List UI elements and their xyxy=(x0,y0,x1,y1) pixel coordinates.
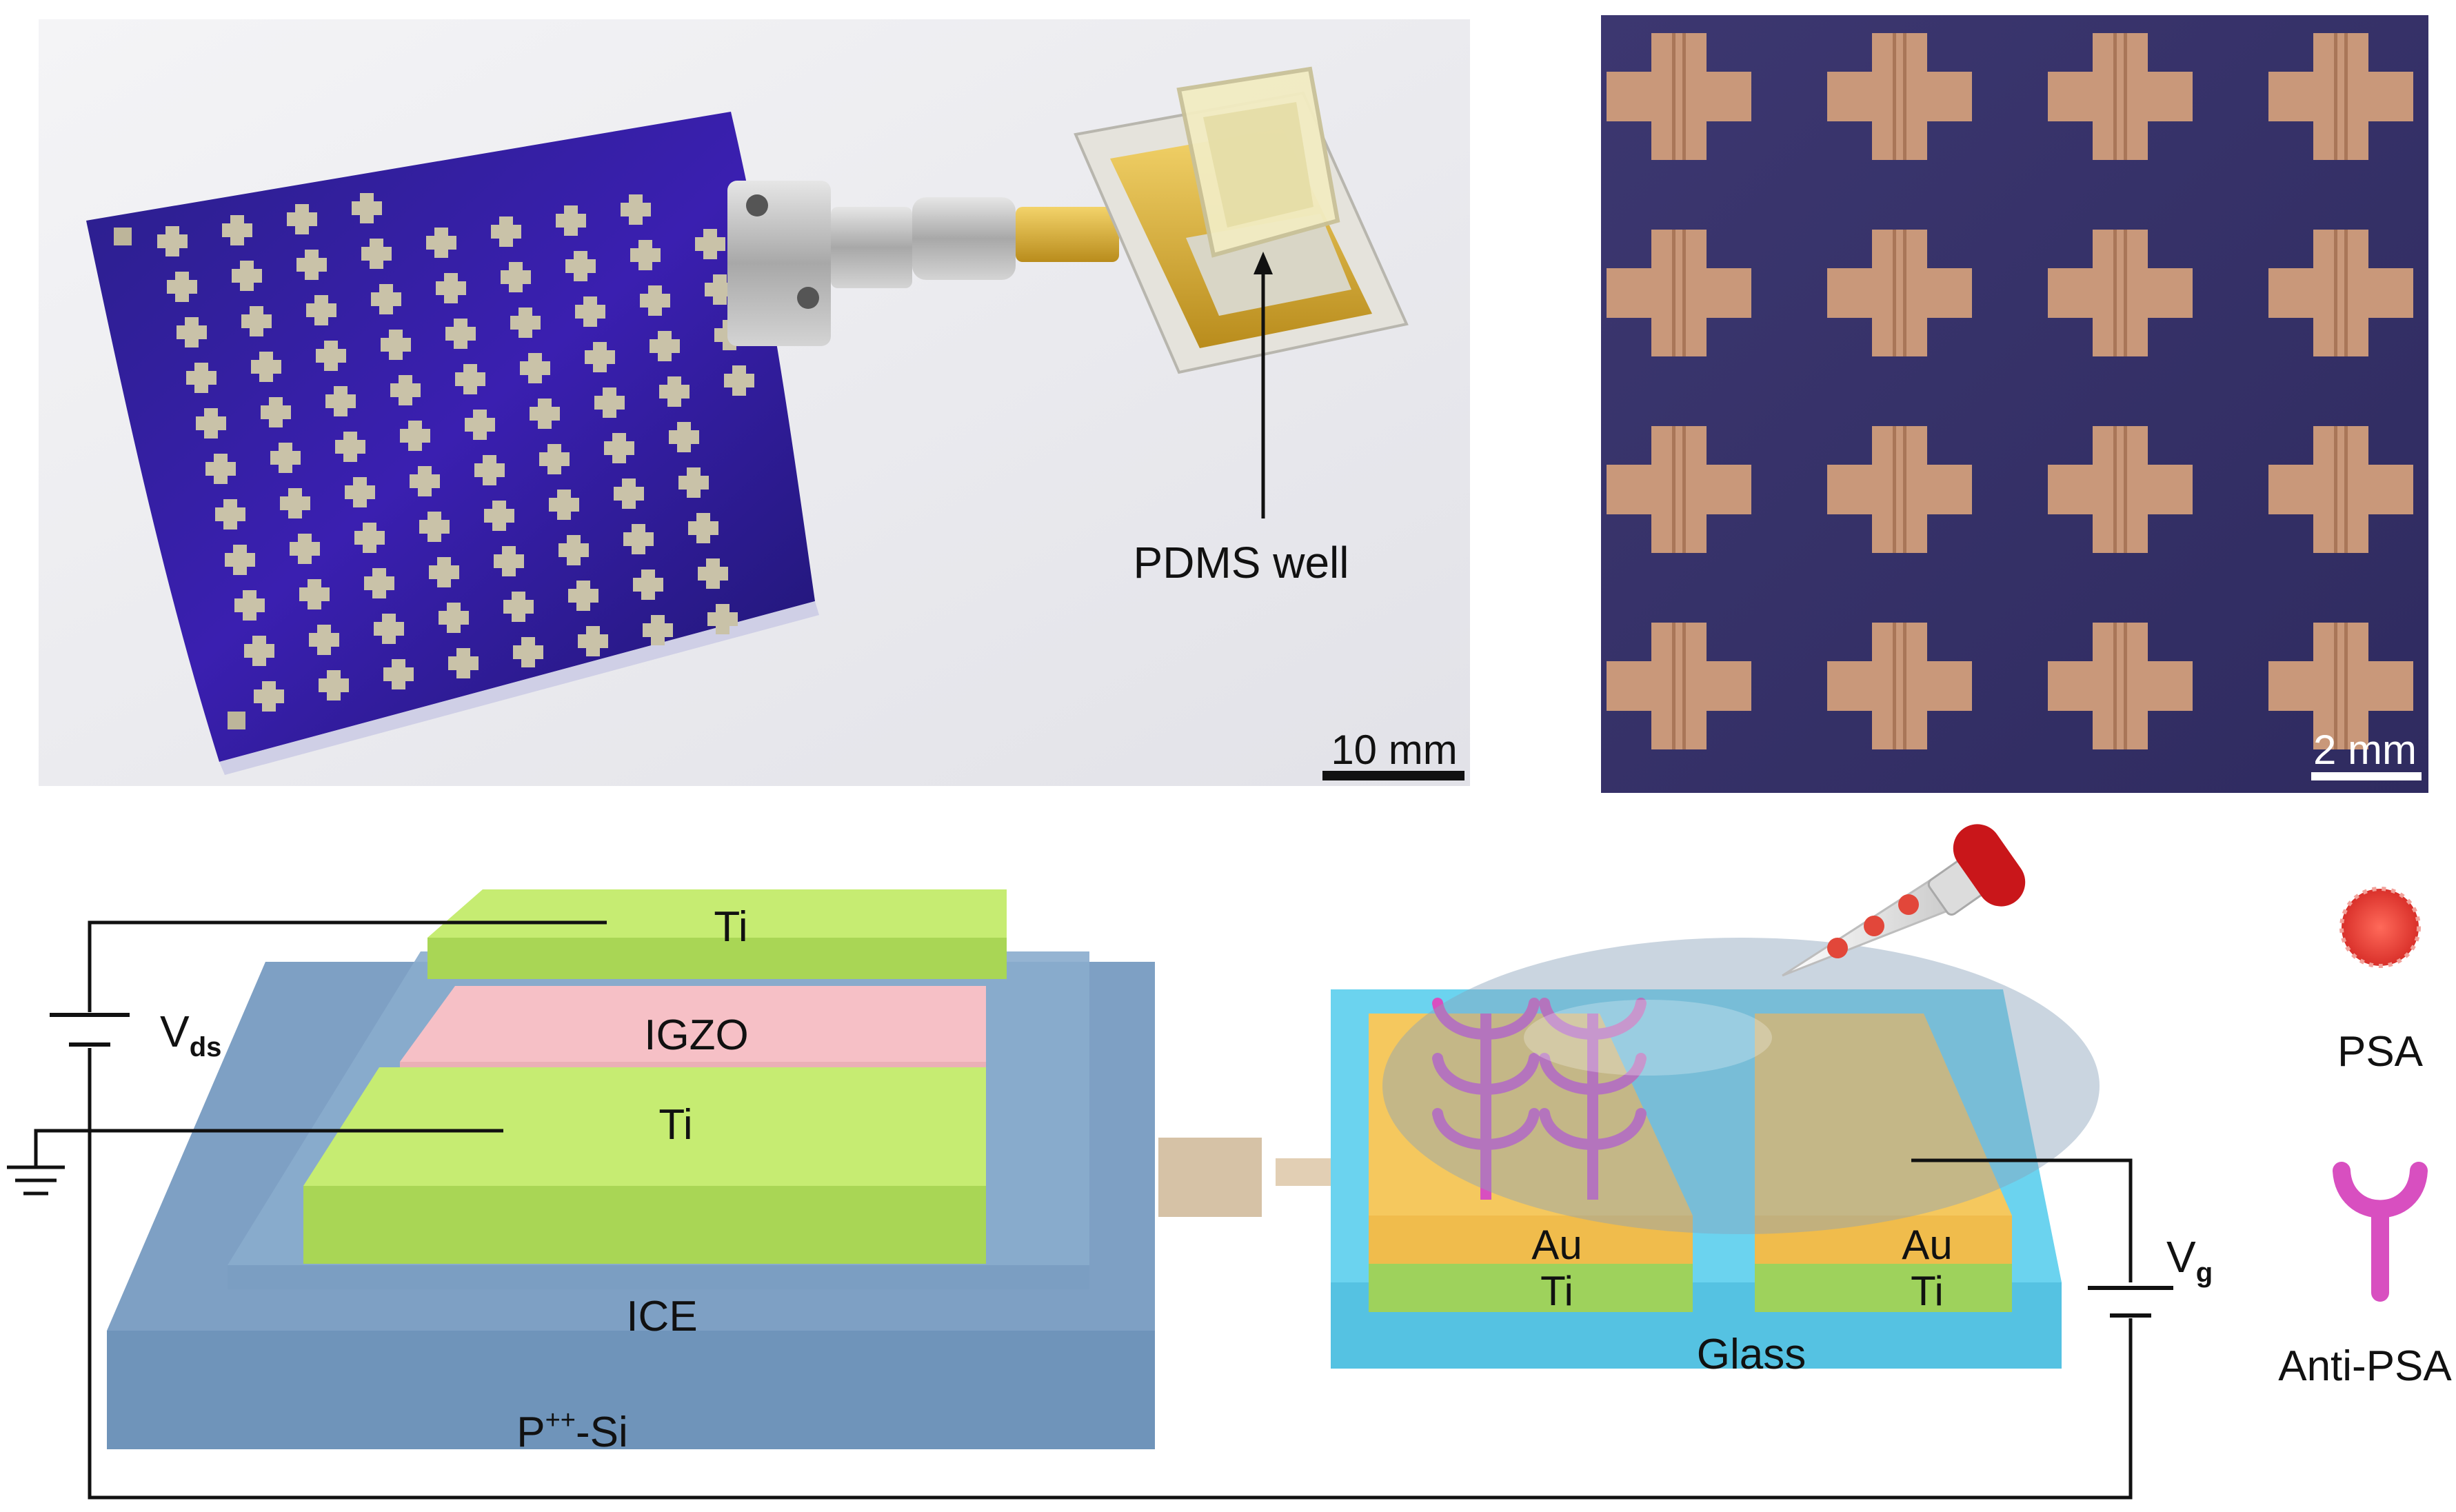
micrograph-panel: 2 mm xyxy=(1601,15,2428,793)
wire-vg-top xyxy=(1911,1158,2133,1282)
antibody-arms xyxy=(1432,998,1540,1150)
vds-label: Vds xyxy=(160,1007,221,1062)
wafer xyxy=(86,112,815,762)
wire-bottom-loop xyxy=(88,1048,2133,1500)
glass-label: Glass xyxy=(1697,1331,1806,1378)
ti-bottom-electrode xyxy=(303,1067,986,1186)
p-si-substrate-front xyxy=(107,1331,1155,1449)
p-si-label: P++-Si xyxy=(516,1406,628,1456)
wafer-corner-pad xyxy=(228,712,245,729)
scale-bar-label: 10 mm xyxy=(1331,727,1457,773)
au-left-label: Au xyxy=(1531,1222,1582,1268)
scale-bar xyxy=(1322,771,1464,780)
psa-dot xyxy=(1827,938,1848,958)
antibody-arms xyxy=(1539,998,1647,1150)
psa-dot xyxy=(1898,894,1919,915)
au-right-label: Au xyxy=(1902,1222,1952,1268)
interconnect-block xyxy=(1158,1138,1262,1217)
anti-psa-legend-label: Anti-PSA xyxy=(2278,1342,2452,1390)
anti-psa-icon xyxy=(2333,1162,2428,1218)
screw xyxy=(746,194,768,216)
screw xyxy=(797,287,819,309)
au-right-front xyxy=(1755,1216,2012,1264)
ice-dielectric-front xyxy=(228,1265,1089,1289)
psa-dot xyxy=(1864,916,1884,936)
vg-label: Vg xyxy=(2166,1232,2213,1288)
legend: PSA Anti-PSA xyxy=(2278,887,2452,1390)
wafer-corner-pad xyxy=(114,228,132,245)
sma-clamp xyxy=(727,181,831,346)
au-left-front xyxy=(1369,1216,1693,1264)
micro-scale-bar xyxy=(2311,772,2422,780)
wire-vds-top xyxy=(88,920,607,1012)
sma-nut xyxy=(831,207,912,288)
ti-bottom-label: Ti xyxy=(658,1101,692,1149)
droplet xyxy=(1382,938,2100,1234)
wafer-edge xyxy=(219,601,819,775)
sma-hex-nut xyxy=(912,197,1016,280)
ti-top-label: Ti xyxy=(714,903,747,951)
ti-right-label: Ti xyxy=(1911,1268,1944,1314)
pipette xyxy=(1782,824,2026,977)
droplet-highlight xyxy=(1524,1000,1772,1076)
pipette-bulb xyxy=(1953,824,2026,907)
schematic-panel: P++-Si ICE IGZO Ti Ti Glass Au Ti xyxy=(7,824,2452,1500)
ice-label: ICE xyxy=(626,1293,697,1340)
callout-arrowhead xyxy=(1254,252,1273,274)
pdms-well-label: PDMS well xyxy=(1134,538,1349,587)
ti-bottom-electrode-front xyxy=(303,1186,986,1264)
wire-ground xyxy=(34,1129,503,1167)
ti-top-electrode-front xyxy=(427,938,1007,979)
igzo-label: IGZO xyxy=(644,1011,749,1059)
psa-legend-label: PSA xyxy=(2337,1028,2424,1076)
ti-top-electrode xyxy=(427,889,1007,938)
ti-left-front xyxy=(1369,1264,1693,1312)
ti-left-label: Ti xyxy=(1540,1268,1573,1314)
au-right-electrode xyxy=(1755,1014,2012,1216)
ti-right-front xyxy=(1755,1264,2012,1312)
sma-gold-connector xyxy=(1016,207,1119,262)
pdms-well-inner xyxy=(1203,102,1313,228)
anti-psa-chains xyxy=(1432,998,1647,1200)
psa-icon xyxy=(2342,889,2419,966)
igzo-layer xyxy=(400,986,986,1062)
circuit-wires xyxy=(34,920,2133,1500)
photo-panel: PDMS well 10 mm xyxy=(39,19,1470,786)
micro-scale-bar-label: 2 mm xyxy=(2313,727,2417,773)
psa-icon-texture xyxy=(2339,887,2421,968)
